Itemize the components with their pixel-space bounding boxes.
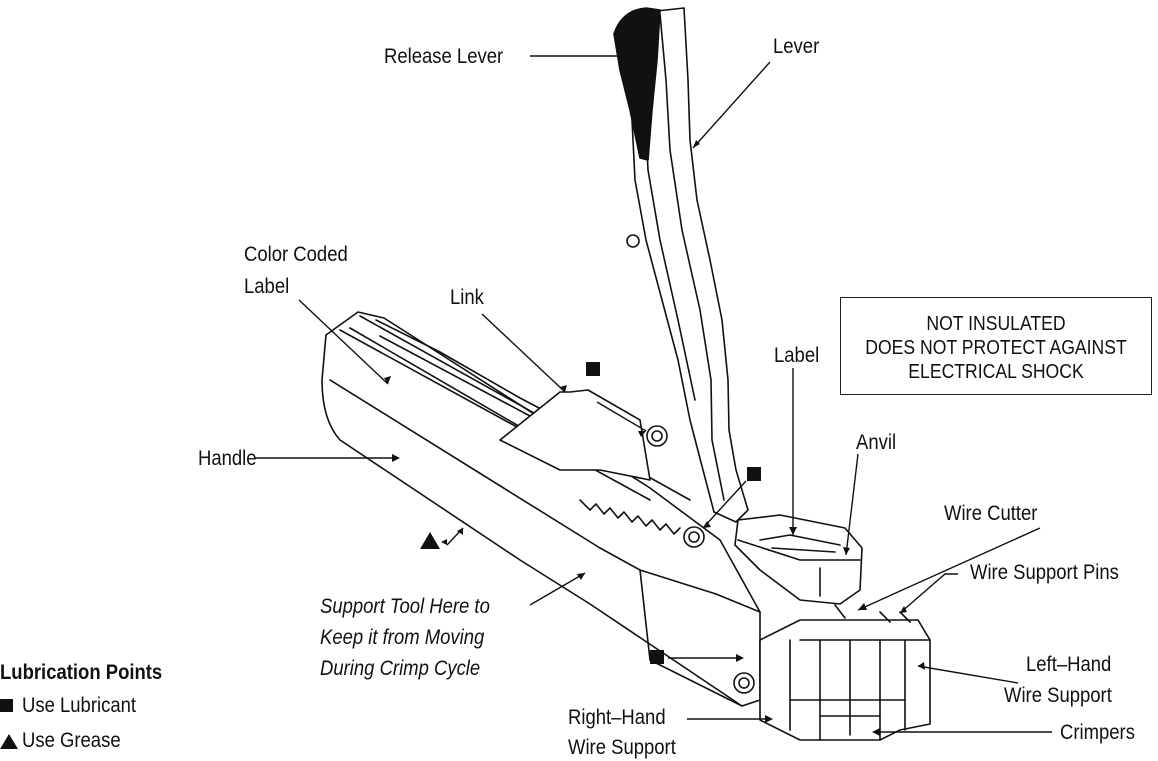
support-note-line1: Support Tool Here to bbox=[320, 595, 490, 618]
callout-lever: Lever bbox=[773, 35, 820, 58]
release-lever bbox=[613, 7, 661, 161]
warning-line3: ELECTRICAL SHOCK bbox=[908, 361, 1084, 383]
callout-color-coded-label-line2: Label bbox=[244, 275, 290, 298]
callout-wire-support-pins: Wire Support Pins bbox=[970, 561, 1119, 584]
callout-label: Label bbox=[774, 344, 820, 367]
lubricant-marker-3 bbox=[650, 650, 664, 664]
link-plate bbox=[499, 389, 668, 481]
legend: Lubrication Points Use Lubricant Use Gre… bbox=[0, 660, 230, 760]
callout-right-hand-wire-support-line2: Wire Support bbox=[568, 736, 676, 759]
warning-line2: DOES NOT PROTECT AGAINST bbox=[865, 337, 1127, 359]
warning-box: NOT INSULATED DOES NOT PROTECT AGAINST E… bbox=[840, 297, 1152, 395]
callout-crimpers: Crimpers bbox=[1060, 721, 1135, 744]
callout-release-lever: Release Lever bbox=[384, 45, 504, 68]
filled-square-icon bbox=[0, 699, 13, 712]
callout-link: Link bbox=[450, 286, 484, 309]
callout-color-coded-label-line1: Color Coded bbox=[244, 243, 348, 266]
callout-anvil: Anvil bbox=[856, 431, 897, 454]
legend-title: Lubrication Points bbox=[0, 661, 163, 684]
callout-right-hand-wire-support-line1: Right–Hand bbox=[568, 706, 666, 729]
crimper-block bbox=[759, 604, 931, 741]
callout-left-hand-wire-support-line1: Left–Hand bbox=[1026, 653, 1112, 676]
head-anvil bbox=[734, 514, 863, 605]
callout-left-hand-wire-support-line2: Wire Support bbox=[1004, 684, 1112, 707]
legend-grease-label: Use Grease bbox=[22, 729, 121, 752]
spring-coil bbox=[579, 499, 681, 535]
grease-marker bbox=[420, 532, 440, 549]
warning-line1: NOT INSULATED bbox=[926, 313, 1066, 335]
support-note-line2: Keep it from Moving bbox=[320, 626, 485, 649]
lubricant-marker-2 bbox=[747, 467, 761, 481]
callout-wire-cutter: Wire Cutter bbox=[944, 502, 1038, 525]
lubricant-marker-1 bbox=[586, 362, 600, 376]
legend-lubricant-label: Use Lubricant bbox=[22, 694, 137, 717]
support-note-line3: During Crimp Cycle bbox=[320, 657, 481, 680]
legend-item-grease: Use Grease bbox=[0, 729, 121, 753]
legend-item-lubricant: Use Lubricant bbox=[0, 694, 136, 717]
filled-triangle-icon bbox=[0, 734, 18, 749]
callout-handle: Handle bbox=[198, 447, 257, 470]
